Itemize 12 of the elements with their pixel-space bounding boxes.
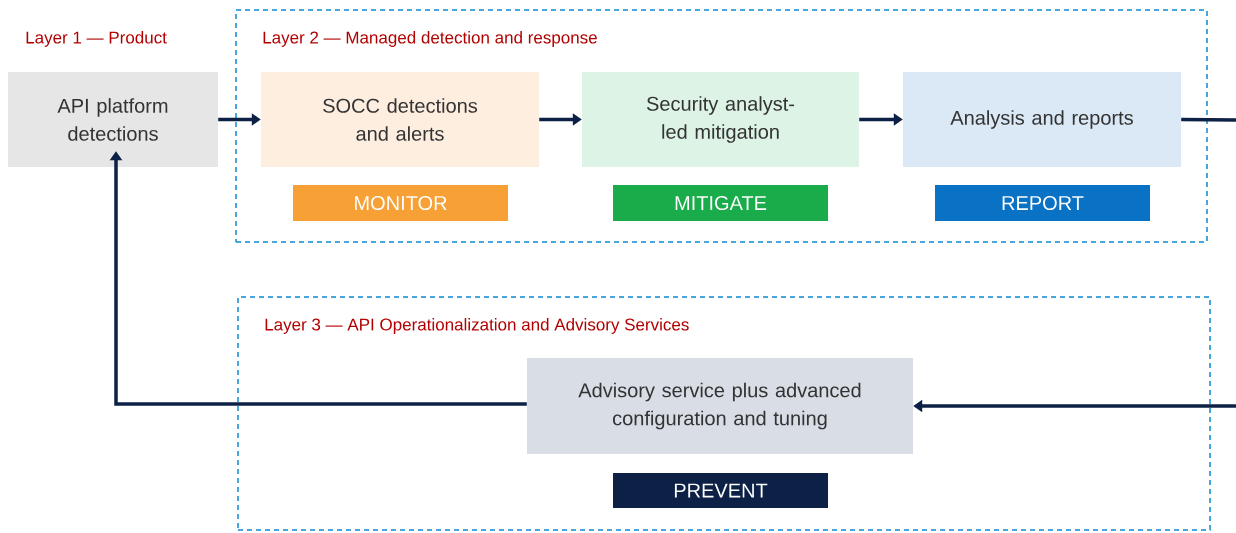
stage-tag: MITIGATE [613,185,828,221]
group-heading: Layer 3 — API Operationalization and Advisory Services [265,318,689,334]
stage-tag: REPORT [935,185,1150,221]
process-box: Advisory service plus advanced configuration and tuning [527,358,913,454]
stage-tag: PREVENT [613,473,828,508]
process-box: API platform detections [8,72,218,167]
layer-label: Layer 1 — Product [26,31,167,47]
process-box: SOCC detections and alerts [261,72,539,167]
process-box: Security analyst-led mitigation [582,72,859,167]
stage-tag: MONITOR [293,185,508,221]
process-box: Analysis and reports [903,72,1181,167]
group-heading: Layer 2 — Managed detection and response [263,31,597,47]
